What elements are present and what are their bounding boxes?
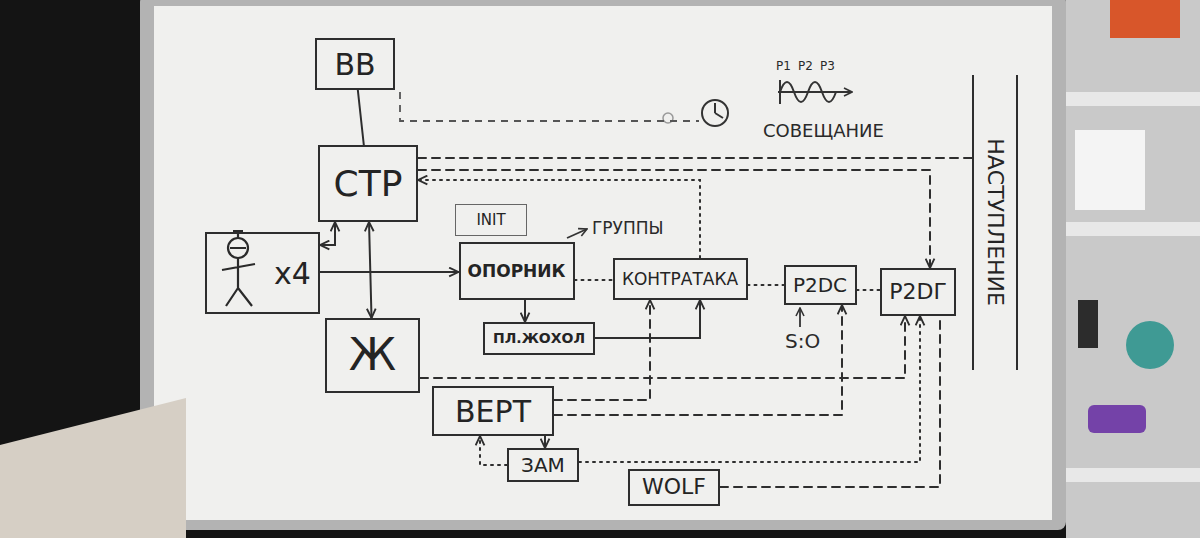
connector — [554, 300, 650, 400]
box-label: x4 — [274, 257, 311, 290]
note-label: СОВЕЩАНИЕ — [763, 121, 884, 141]
shelf-board — [1066, 468, 1200, 482]
process-box: Ж — [325, 318, 420, 393]
leader-arrow — [567, 229, 587, 238]
connector — [544, 436, 546, 448]
box-label: INIT — [476, 212, 505, 229]
shelf-board — [1066, 222, 1200, 236]
box-label: P2DC — [793, 274, 847, 296]
note-label: S:O — [785, 330, 820, 352]
connector — [320, 222, 335, 245]
connector — [418, 157, 972, 159]
process-box: ЗАМ — [507, 448, 579, 482]
connector — [748, 284, 784, 286]
process-box: WOLF — [628, 469, 720, 506]
bottle — [1078, 300, 1098, 348]
note-label: P1 — [776, 60, 791, 73]
connector — [480, 436, 507, 465]
board-frame — [140, 0, 1066, 530]
connector — [857, 289, 881, 291]
box-label: ОПОРНИК — [468, 262, 566, 281]
box-label: СТР — [334, 164, 403, 204]
connector — [579, 316, 920, 462]
connector — [524, 300, 526, 322]
process-box: ОПОРНИК — [459, 242, 575, 300]
note-label: P3 — [820, 60, 835, 73]
connector — [595, 300, 700, 338]
connector — [358, 90, 364, 145]
process-box: INIT — [455, 204, 527, 236]
box-label: ПЛ.ЖОХОЛ — [493, 331, 585, 346]
shelf-unit — [1066, 0, 1200, 538]
connector — [420, 316, 905, 378]
clock-symbol — [702, 100, 728, 126]
toy-figure — [1110, 0, 1180, 38]
connector — [418, 170, 930, 268]
process-box: СТР — [318, 145, 418, 222]
board-surface — [154, 6, 1052, 520]
process-box: ВЕРТ — [432, 386, 554, 436]
leader-line — [400, 92, 699, 121]
wave-symbol — [778, 80, 852, 104]
leader-arrow — [799, 308, 801, 327]
box-label: WOLF — [642, 475, 706, 499]
shelf-board — [1066, 92, 1200, 106]
box-label: Ж — [349, 331, 396, 379]
box-label: НАСТУПЛЕНИЕ — [983, 139, 1007, 307]
connector — [575, 279, 613, 281]
box-label: ВВ — [334, 48, 375, 81]
connector — [369, 222, 372, 318]
process-box: P2DC — [784, 265, 857, 305]
process-box: ПЛ.ЖОХОЛ — [483, 322, 595, 355]
batteries — [1088, 405, 1146, 433]
process-box: НАСТУПЛЕНИЕ — [972, 75, 1018, 370]
box-label: ВЕРТ — [455, 395, 531, 428]
note-label: ГРУППЫ — [592, 219, 664, 238]
jar — [1126, 321, 1174, 369]
connector — [720, 316, 940, 487]
box-label: КОНТРАТАКА — [622, 270, 738, 289]
person-figure — [222, 230, 255, 306]
process-box: КОНТРАТАКА — [613, 258, 748, 300]
process-box: x4 — [205, 232, 320, 314]
box-label: P2DГ — [889, 280, 947, 304]
process-box: P2DГ — [880, 268, 956, 316]
cardboard — [0, 398, 186, 538]
connector — [554, 305, 842, 415]
connector — [320, 271, 459, 273]
process-box: ВВ — [315, 38, 395, 90]
note-label: P2 — [798, 60, 813, 73]
box-label: ЗАМ — [521, 454, 565, 476]
paper-stack — [1075, 130, 1145, 210]
